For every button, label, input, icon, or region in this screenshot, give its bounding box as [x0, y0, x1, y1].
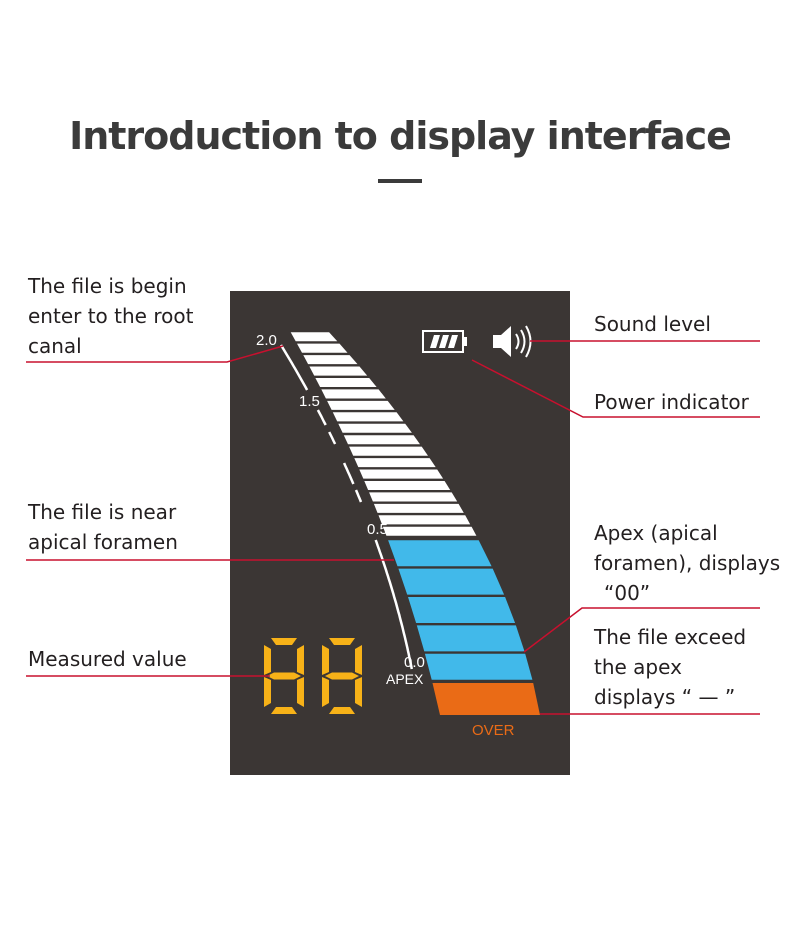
depth-bar-blue — [388, 540, 492, 567]
scale-arc-segment — [316, 409, 327, 426]
segment-middle — [325, 672, 359, 680]
depth-bar-white — [297, 343, 348, 353]
depth-bar-white — [378, 515, 471, 525]
title-underline — [378, 179, 422, 183]
callout-file-near: The file is near apical foramen — [28, 500, 178, 554]
callout-file-begin: The file is begin enter to the root cana… — [28, 274, 194, 358]
depth-scale-arc — [279, 344, 414, 670]
segment-top — [329, 638, 355, 645]
segment-lower-left — [264, 677, 271, 707]
scale-label-2-0: 2.0 — [256, 332, 277, 349]
callout-line-file-begin — [26, 345, 284, 363]
depth-bar-white — [338, 423, 412, 433]
scale-arc-segment — [328, 431, 337, 445]
segment-upper-right — [355, 645, 362, 675]
depth-bar-white — [303, 355, 358, 365]
depth-bar-white — [332, 412, 404, 422]
segment-upper-right — [297, 645, 304, 675]
page-title: Introduction to display interface — [69, 114, 732, 158]
scale-arc-segment — [342, 462, 355, 485]
scale-arc-segment — [279, 344, 309, 391]
segment-lower-right — [297, 677, 304, 707]
depth-bar-white — [321, 389, 386, 399]
depth-bar-white — [364, 481, 451, 490]
segment-top — [271, 638, 297, 645]
callout-sound-level: Sound level — [594, 312, 711, 336]
scale-label-0-0: 0.0 — [404, 654, 425, 671]
scale-label-0-5: 0.5 — [367, 521, 388, 538]
callout-apex: Apex (apical foramen), displays “00” — [594, 521, 781, 605]
callout-file-exceed: The file exceed the apex displays “ — ” — [594, 625, 747, 709]
segment-upper-left — [322, 645, 329, 675]
depth-bar-white — [359, 469, 444, 479]
depth-bar-white — [327, 400, 395, 410]
segment-middle — [267, 672, 301, 680]
callout-line-power — [471, 359, 760, 418]
segment-lower-right — [355, 677, 362, 707]
segment-bottom — [271, 707, 297, 714]
depth-bar-blue — [424, 653, 533, 680]
depth-bar-white — [309, 366, 368, 376]
segment-upper-left — [264, 645, 271, 675]
depth-bar-white — [354, 458, 436, 468]
scale-arc-segment — [354, 489, 363, 503]
callout-measured-value: Measured value — [28, 647, 187, 671]
callout-power-indicator: Power indicator — [594, 390, 749, 414]
depth-bar-white — [369, 492, 458, 502]
depth-bar-white — [383, 526, 477, 536]
battery-icon — [422, 330, 467, 353]
depth-bar-white — [290, 332, 338, 342]
depth-bar-blue — [398, 568, 505, 595]
depth-bar-white — [343, 435, 420, 445]
depth-bar-over — [432, 683, 540, 715]
depth-bar-blue — [408, 597, 516, 623]
depth-bar-graph — [290, 332, 540, 715]
over-label: OVER — [472, 722, 515, 739]
segment-bottom — [329, 707, 355, 714]
depth-bar-white — [349, 446, 428, 456]
measured-value-display — [264, 638, 362, 714]
callout-line-apex — [523, 607, 760, 653]
scale-arc-segment — [374, 539, 414, 670]
segment-lower-left — [322, 677, 329, 707]
depth-bar-white — [315, 378, 377, 387]
depth-bar-white — [373, 503, 464, 513]
apex-label: APEX — [386, 671, 424, 687]
scale-label-1-5: 1.5 — [299, 393, 320, 410]
depth-bar-blue — [416, 625, 525, 652]
